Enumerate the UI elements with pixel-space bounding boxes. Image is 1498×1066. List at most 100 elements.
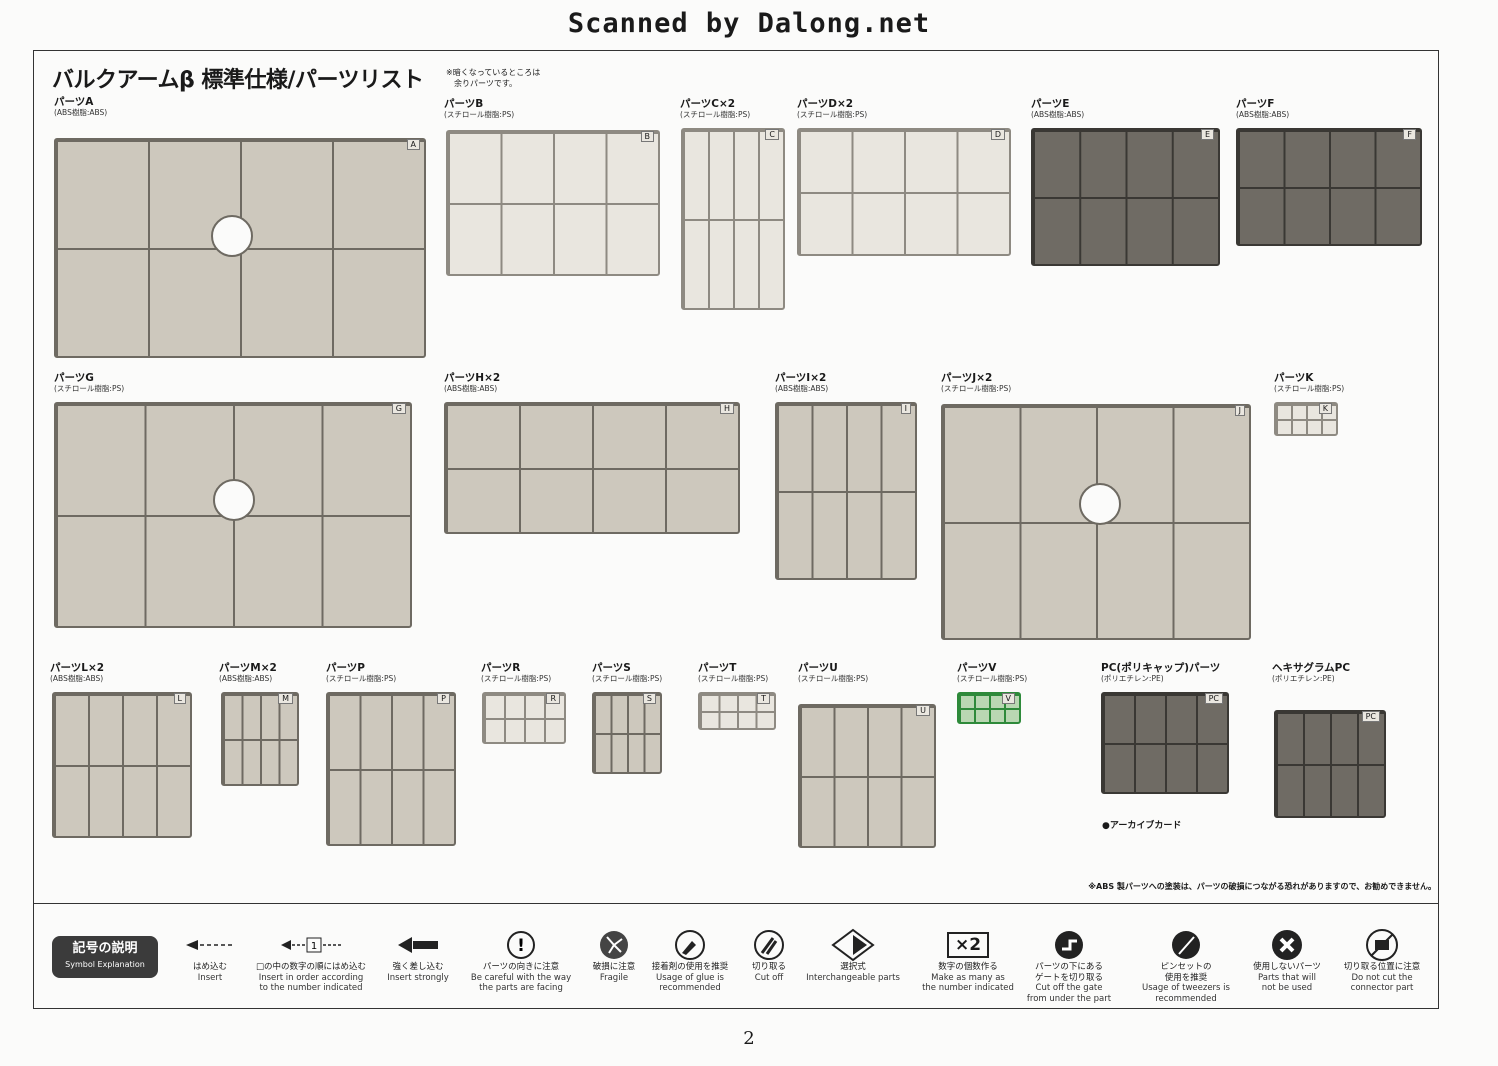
sprue-tab-label: B bbox=[640, 131, 654, 142]
panel-material: (スチロール樹脂:PS) bbox=[798, 674, 869, 683]
archive-card-label: ●アーカイブカード bbox=[1102, 821, 1182, 831]
legend-jp: 破損に注意 bbox=[592, 962, 636, 972]
legend-en: Insert strongly bbox=[387, 972, 449, 983]
panel-name: パーツS bbox=[592, 662, 631, 674]
legend-en: Make as many as the number indicated bbox=[922, 972, 1014, 994]
legend-jp: 使用しないパーツ bbox=[1253, 962, 1321, 972]
sprue-illustration-d: D bbox=[797, 128, 1011, 256]
sprue-illustration-l: L bbox=[52, 692, 192, 838]
panel-material: (ABS樹脂:ABS) bbox=[1236, 110, 1290, 119]
panel-material: (スチロール樹脂:PS) bbox=[54, 384, 125, 393]
legend-jp: 切り取る位置に注意 bbox=[1343, 962, 1421, 972]
legend-en: Cut off the gate from under the part bbox=[1026, 983, 1112, 1004]
panel-material: (ABS樹脂:ABS) bbox=[775, 384, 829, 393]
panel-material: (ABS樹脂:ABS) bbox=[444, 384, 498, 393]
glue-icon bbox=[630, 928, 750, 962]
legend-en: Parts that will not be used bbox=[1258, 972, 1316, 994]
caution-icon: ! bbox=[461, 928, 581, 962]
panel-material: (ポリエチレン:PE) bbox=[1101, 674, 1164, 683]
sprue-illustration-r: R bbox=[482, 692, 566, 744]
legend-jp: パーツの下にある ゲートを切り取る bbox=[1034, 962, 1103, 983]
badge-en: Symbol Explanation bbox=[65, 960, 145, 969]
parts-panel-l: パーツL×2(ABS樹脂:ABS) bbox=[50, 662, 104, 684]
sprue-tab-label: A bbox=[406, 139, 420, 150]
panel-material: (ポリエチレン:PE) bbox=[1272, 674, 1335, 683]
sprue-illustration-pc: PC bbox=[1274, 710, 1386, 818]
parts-panel-b: パーツB(スチロール樹脂:PS) bbox=[444, 98, 514, 120]
parts-panel-p: パーツP(スチロール樹脂:PS) bbox=[326, 662, 396, 684]
symbol-explanation-badge: 記号の説明 Symbol Explanation bbox=[52, 936, 158, 978]
panel-name: パーツH×2 bbox=[444, 372, 501, 384]
sprue-illustration-a: A bbox=[54, 138, 426, 358]
sprue-illustration-m: M bbox=[221, 692, 299, 786]
page-number: 2 bbox=[743, 1028, 755, 1049]
sprue-illustration-u: U bbox=[798, 704, 936, 848]
parts-panel-u: パーツU(スチロール樹脂:PS) bbox=[798, 662, 868, 684]
sprue-ring bbox=[213, 479, 255, 521]
panel-name: パーツP bbox=[326, 662, 365, 674]
parts-panel-g: パーツG(スチロール樹脂:PS) bbox=[54, 372, 124, 394]
sprue-illustration-pc: PC bbox=[1101, 692, 1229, 794]
times-two-label: ×2 bbox=[946, 932, 990, 958]
panel-name: パーツT bbox=[698, 662, 737, 674]
sprue-illustration-p: P bbox=[326, 692, 456, 846]
sprue-illustration-g: G bbox=[54, 402, 412, 628]
sprue-illustration-e: E bbox=[1031, 128, 1220, 266]
scan-watermark: Scanned by Dalong.net bbox=[567, 8, 931, 39]
legend-jp: 接着剤の使用を推奨 bbox=[651, 962, 729, 972]
sprue-tab-label: P bbox=[437, 693, 450, 704]
tweezers-icon bbox=[1126, 928, 1246, 962]
sprue-tab-label: K bbox=[1318, 403, 1332, 414]
parts-panel-t: パーツT(スチロール樹脂:PS) bbox=[698, 662, 768, 684]
sprue-tab-label: T bbox=[757, 693, 770, 704]
sprue-tab-label: R bbox=[546, 693, 560, 704]
parts-panel-d: パーツD×2(スチロール樹脂:PS) bbox=[797, 98, 867, 120]
numbered-insert-icon: 1 bbox=[251, 928, 371, 962]
cut-position-icon bbox=[1322, 928, 1442, 962]
panel-name: パーツI×2 bbox=[775, 372, 827, 384]
times-two-icon: ×2 bbox=[908, 928, 1028, 962]
panel-material: (ABS樹脂:ABS) bbox=[50, 674, 104, 683]
legend-jp: 数字の個数作る bbox=[938, 962, 998, 972]
panel-name: パーツE bbox=[1031, 98, 1070, 110]
sprue-illustration-h: H bbox=[444, 402, 740, 534]
legend-divider bbox=[33, 903, 1438, 904]
parts-panel-m: パーツM×2(ABS樹脂:ABS) bbox=[219, 662, 277, 684]
sprue-illustration-c: C bbox=[681, 128, 785, 310]
legend-en: Usage of tweezers is recommended bbox=[1142, 983, 1230, 1004]
page-title: バルクアームβ 標準仕様/パーツリスト bbox=[52, 68, 424, 93]
sprue-tab-label: C bbox=[765, 129, 779, 140]
legend-en: Do not cut the connector part bbox=[1350, 972, 1414, 994]
sprue-tab-label: E bbox=[1200, 129, 1214, 140]
legend-jp: パーツの向きに注意 bbox=[482, 962, 560, 972]
legend-jp: ピンセットの 使用を推奨 bbox=[1160, 962, 1212, 983]
legend-en: Usage of glue is recommended bbox=[656, 972, 724, 994]
parts-panel-v: パーツV(スチロール樹脂:PS) bbox=[957, 662, 1027, 684]
gate-cut-icon bbox=[1009, 928, 1129, 962]
legend-jp: □の中の数字の順にはめ込む bbox=[255, 962, 367, 972]
panel-material: (スチロール樹脂:PS) bbox=[680, 110, 751, 119]
sprue-illustration-s: S bbox=[592, 692, 662, 774]
sprue-tab-label: U bbox=[916, 705, 930, 716]
parts-panel-pc: PC(ポリキャップ)パーツ(ポリエチレン:PE) bbox=[1101, 662, 1220, 684]
panel-material: (スチロール樹脂:PS) bbox=[444, 110, 515, 119]
parts-panel-e: パーツE(ABS樹脂:ABS) bbox=[1031, 98, 1084, 120]
sprue-tab-label: V bbox=[1001, 693, 1015, 704]
parts-panel-pc-hexagram: ヘキサグラムPC(ポリエチレン:PE) bbox=[1272, 662, 1350, 684]
panel-name: パーツK bbox=[1274, 372, 1314, 384]
panel-material: (スチロール樹脂:PS) bbox=[797, 110, 868, 119]
parts-panel-a: パーツA(ABS樹脂:ABS) bbox=[54, 96, 107, 118]
fragile-icon bbox=[554, 928, 674, 962]
parts-panel-c: パーツC×2(スチロール樹脂:PS) bbox=[680, 98, 750, 120]
legend-en: Fragile bbox=[599, 972, 629, 983]
